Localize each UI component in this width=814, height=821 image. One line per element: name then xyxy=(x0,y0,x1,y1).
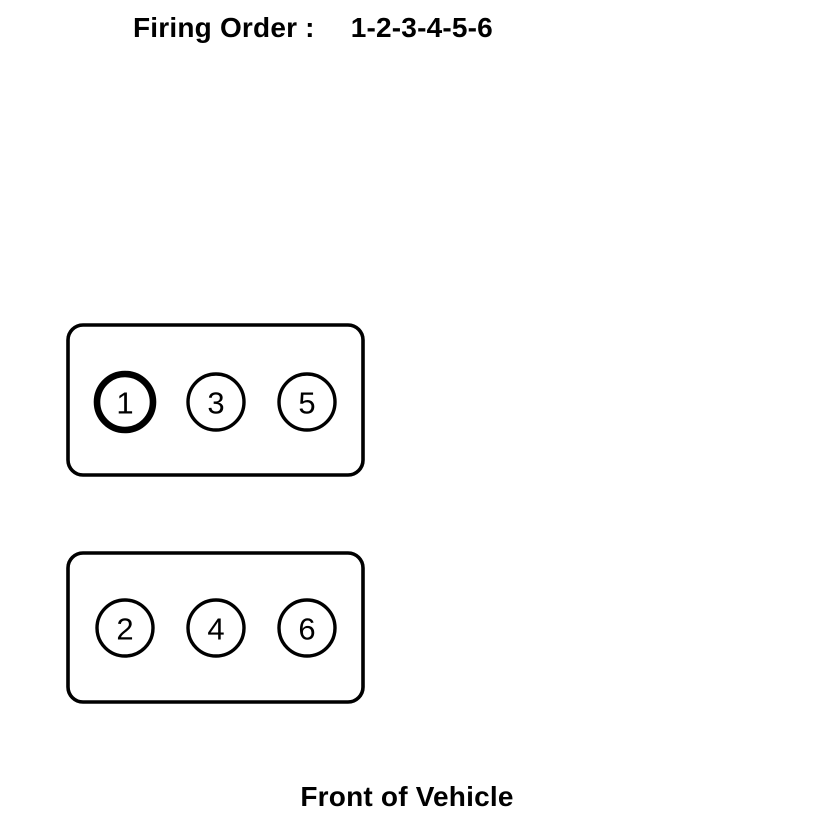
cylinder-4: 4 xyxy=(186,598,246,658)
firing-order-sequence: 1-2-3-4-5-6 xyxy=(350,12,493,43)
cylinder-1-number: 1 xyxy=(116,386,133,421)
cylinder-6-circle xyxy=(277,598,337,658)
rear-bank-outline xyxy=(66,323,365,477)
cylinder-3-circle xyxy=(186,372,246,432)
cylinder-bank-rear-bank: 1 3 5 xyxy=(66,323,365,477)
cylinder-1-circle xyxy=(93,370,157,434)
cylinder-4-number: 4 xyxy=(207,612,224,647)
cylinder-3: 3 xyxy=(186,372,246,432)
cylinder-5-number: 5 xyxy=(298,386,315,421)
cylinder-6: 6 xyxy=(277,598,337,658)
cylinder-2-circle xyxy=(95,598,155,658)
cylinder-bank-front-bank: 2 4 6 xyxy=(66,551,365,704)
cylinder-5: 5 xyxy=(277,372,337,432)
front-of-vehicle-caption: Front of Vehicle xyxy=(300,781,514,812)
cylinder-2-number: 2 xyxy=(116,612,133,647)
cylinder-1: 1 xyxy=(93,370,157,434)
cylinder-6-number: 6 xyxy=(298,612,315,647)
page-title: Firing Order : 1-2-3-4-5-6 xyxy=(0,11,814,53)
cylinder-4-circle xyxy=(186,598,246,658)
cylinder-2: 2 xyxy=(95,598,155,658)
front-bank-outline xyxy=(66,551,365,704)
cylinder-3-number: 3 xyxy=(207,386,224,421)
cylinder-5-circle xyxy=(277,372,337,432)
firing-order-label: Firing Order : xyxy=(133,12,315,43)
